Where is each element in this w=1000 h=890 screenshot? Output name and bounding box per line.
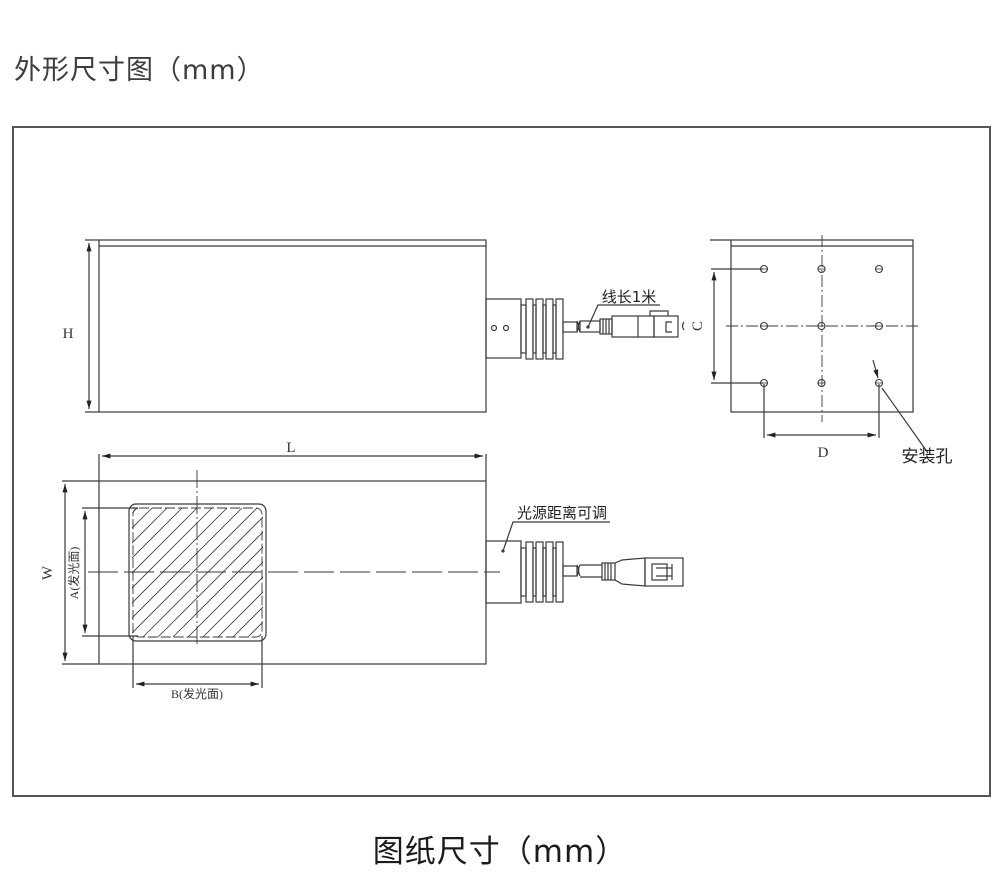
length-label: L <box>286 440 295 456</box>
hatch-line <box>132 508 258 638</box>
adjust-note-leader <box>502 521 610 552</box>
d-label: D <box>818 445 829 461</box>
mount-hole-label: 安装孔 <box>902 447 953 467</box>
hatch-line <box>157 508 263 638</box>
hatch-line <box>232 508 263 638</box>
hatch-line <box>132 508 168 638</box>
connector-icon <box>599 310 685 338</box>
hatch-line <box>132 508 243 638</box>
drawing-frame <box>12 126 991 797</box>
footer-title: 图纸尺寸（mm） <box>372 834 628 870</box>
hatch-line <box>132 508 183 638</box>
hatch-line <box>278 508 407 637</box>
hatch-line <box>132 508 228 638</box>
c-label: C <box>690 321 706 331</box>
emit-b-label: B(发光面) <box>171 686 223 701</box>
cable <box>562 321 578 333</box>
page-title: 外形尺寸图（mm） <box>14 55 265 86</box>
emitting-area <box>128 503 267 642</box>
connector-icon <box>601 557 684 587</box>
hatch-line <box>217 508 263 638</box>
hatch-line <box>247 508 263 638</box>
hatch-line <box>202 508 263 638</box>
top-view <box>0 453 684 688</box>
side-body <box>98 239 487 413</box>
screw-hole-icon <box>490 324 498 332</box>
mount-holes <box>759 264 884 388</box>
emit-a-label: A(发光面) <box>66 547 81 600</box>
hatch-line <box>0 508 122 637</box>
side-view <box>85 239 685 413</box>
cable <box>562 565 578 577</box>
hatch-line <box>187 508 263 638</box>
hatch-line <box>132 508 198 638</box>
hatch-line <box>262 508 263 638</box>
height-label: H <box>63 326 74 342</box>
cable-length-note: 线长1米 <box>602 288 657 306</box>
cable-note-leader <box>587 304 660 328</box>
mount-hole-leader <box>881 387 929 454</box>
width-label: W <box>40 565 56 580</box>
hatch-line <box>132 508 213 638</box>
hatch-line <box>142 508 263 638</box>
heat-sink-icon <box>520 298 564 360</box>
hatch-line <box>172 508 263 638</box>
front-view <box>710 235 929 454</box>
heat-sink-icon <box>520 541 564 603</box>
screw-hole-icon <box>502 324 510 332</box>
adjust-distance-note: 光源距离可调 <box>517 504 607 522</box>
